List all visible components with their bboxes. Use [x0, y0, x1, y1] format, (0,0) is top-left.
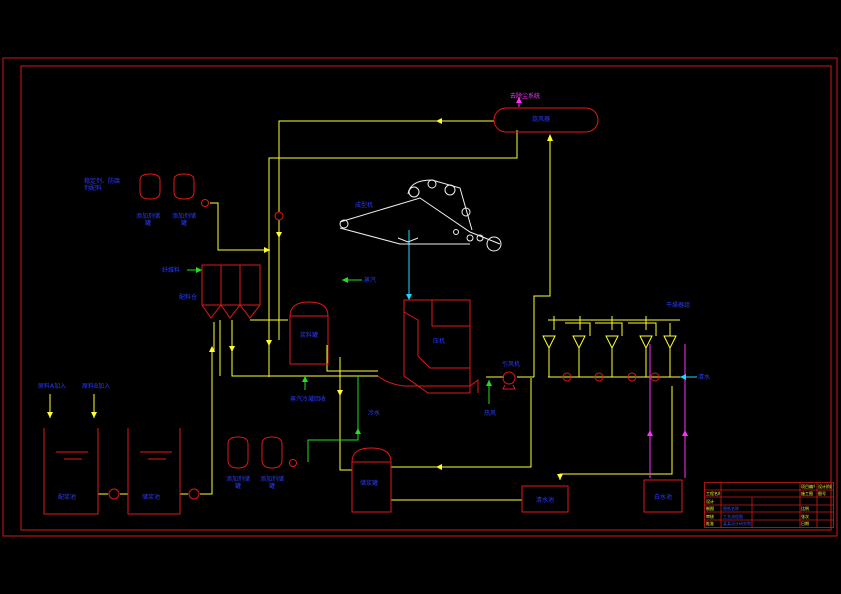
label-slurry-tank: 浆料罐	[300, 332, 319, 339]
additive-tank-4	[261, 436, 283, 469]
additive-tank-3	[227, 436, 249, 469]
label-additive-tank-3: 添加剂储 罐	[226, 476, 251, 490]
tb-sheet: 张次	[801, 514, 809, 519]
label-fan: 引风机	[502, 361, 521, 368]
tb-review: 审核	[706, 514, 714, 519]
tb-scale: 比例	[801, 506, 809, 511]
additive-tank-1	[139, 173, 161, 200]
label-raw-a: 原料A加入	[38, 383, 67, 390]
label-mixer-bin: 配料仓	[179, 294, 198, 301]
tb-approve: 批准	[706, 521, 714, 526]
label-additive-source: 稳定剂、防腐 剂配料	[84, 178, 121, 192]
tb-construction: 施工图	[801, 491, 813, 496]
tb-date: 日期	[801, 521, 809, 526]
label-forming-machine: 成型机	[355, 202, 374, 209]
label-dryer-group: 干燥器组	[666, 302, 691, 309]
label-press: 压机	[433, 338, 446, 345]
fan	[502, 371, 516, 385]
flow-arrows	[47, 97, 688, 480]
label-additive-tank-1: 添加剂储 罐	[136, 213, 161, 227]
tb-drawing-name: 图纸名称	[723, 506, 739, 511]
tb-design: 设计	[706, 499, 714, 504]
tb-project-name: 工程名称	[706, 491, 720, 496]
outer-frame	[2, 57, 838, 537]
label-fiber-bunker: 纤维料	[162, 267, 181, 274]
tb-project-no: 项目编号	[801, 484, 815, 489]
additive-tank-2	[173, 173, 195, 200]
tb-design-stage: 设计阶段	[818, 484, 832, 489]
label-additive-tank-4: 添加剂储 罐	[260, 476, 285, 490]
label-water: 冷水	[368, 410, 381, 417]
label-pool-b: 储浆池	[142, 494, 161, 501]
tb-institute: 某某设计研究院	[723, 521, 751, 526]
pool-b	[127, 428, 181, 515]
label-steam: 蒸汽	[364, 277, 377, 284]
forming-machine-rollers	[339, 179, 502, 252]
tb-drawing-title: 工艺流程图	[723, 514, 743, 519]
white-water-tank	[643, 479, 683, 513]
label-white-water-tank: 白水池	[654, 494, 673, 501]
tb-drawing-no: 图号	[818, 491, 826, 496]
label-hot-air: 热风	[484, 410, 497, 417]
label-additive-tank-2: 添加剂储 罐	[172, 213, 197, 227]
title-block-grid	[704, 482, 834, 528]
equipment	[43, 107, 683, 515]
press	[403, 299, 471, 394]
label-pool-a: 配浆池	[58, 494, 77, 501]
label-top-exhaust: 去除尘系统	[510, 93, 541, 100]
label-condensate-return: 蒸汽冷凝回收	[290, 396, 327, 403]
pool-a	[43, 428, 99, 515]
label-raw-b: 原料B加入	[82, 383, 111, 390]
cyclone-vessel	[493, 107, 599, 133]
mixer-bin	[201, 264, 261, 306]
tb-draw: 制图	[706, 506, 714, 511]
label-storage-tank: 储浆罐	[360, 480, 379, 487]
label-fresh-water: 清水	[698, 374, 711, 381]
clear-water-tank	[521, 485, 569, 513]
label-cyclone: 旋风器	[532, 116, 551, 123]
inner-frame	[20, 65, 832, 531]
label-clear-water-tank: 清水池	[536, 497, 555, 504]
dryer-cyclones	[542, 335, 677, 377]
